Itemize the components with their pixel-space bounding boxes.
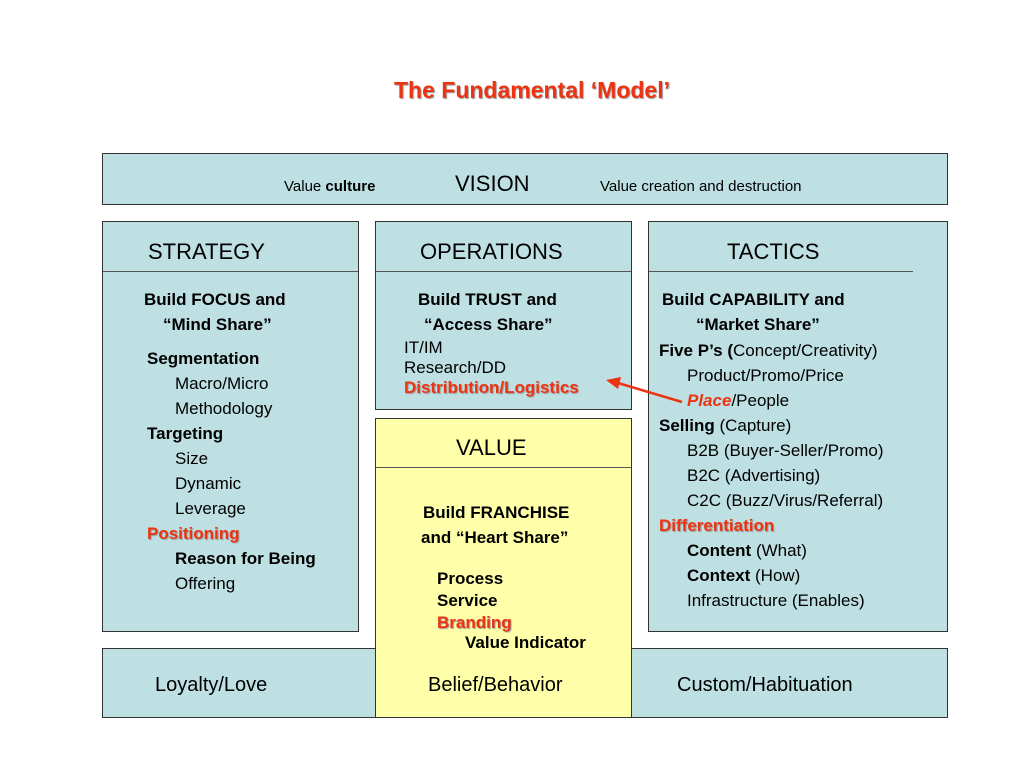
- tactics-place: Place: [687, 391, 732, 410]
- tactics-build-line2: “Market Share”: [696, 315, 820, 334]
- value-process: Process: [437, 569, 504, 588]
- value-heading: VALUE: [456, 435, 527, 460]
- strategy-macro-micro: Macro/Micro: [175, 374, 269, 393]
- tactics-divider: [649, 271, 913, 272]
- strategy-offering: Offering: [175, 574, 236, 593]
- tactics-context-bold: Context: [687, 566, 751, 585]
- tactics-five-ps-rest: Concept/Creativity): [733, 341, 878, 360]
- strategy-build-line1: Build FOCUS and: [144, 290, 286, 309]
- value-branding: Branding: [437, 613, 512, 632]
- tactics-content-bold: Content: [687, 541, 752, 560]
- vision-left-plain: Value: [284, 178, 326, 195]
- vision-right-text: Value creation and destruction: [600, 178, 802, 195]
- tactics-selling-bold: Selling: [659, 416, 715, 435]
- tactics-five-ps: Five P’s (Concept/Creativity): [659, 338, 878, 363]
- strategy-dynamic: Dynamic: [175, 474, 242, 493]
- vision-heading: VISION: [455, 171, 530, 196]
- tactics-content-rest: (What): [751, 541, 807, 560]
- tactics-build-line1: Build CAPABILITY and: [662, 290, 845, 309]
- bottom-left-text: Loyalty/Love: [155, 674, 268, 696]
- operations-build-line2: “Access Share”: [424, 315, 553, 334]
- bottom-center-text: Belief/Behavior: [428, 674, 563, 696]
- tactics-context: Context (How): [687, 563, 800, 588]
- value-indicator: Value Indicator: [465, 633, 586, 652]
- tactics-heading: TACTICS: [727, 239, 820, 264]
- strategy-size: Size: [175, 449, 209, 468]
- vision-left-bold: culture: [325, 178, 376, 195]
- operations-divider: [376, 271, 631, 272]
- operations-distribution: Distribution/Logistics: [404, 378, 579, 397]
- value-build-line2: and “Heart Share”: [421, 528, 569, 547]
- strategy-targeting: Targeting: [147, 424, 224, 443]
- tactics-b2c: B2C (Advertising): [687, 466, 821, 485]
- strategy-divider: [103, 271, 358, 272]
- value-service: Service: [437, 591, 498, 610]
- value-box: [375, 418, 632, 718]
- tactics-content: Content (What): [687, 538, 807, 563]
- operations-heading: OPERATIONS: [420, 239, 563, 264]
- tactics-c2c: C2C (Buzz/Virus/Referral): [687, 491, 884, 510]
- tactics-selling: Selling (Capture): [659, 413, 791, 438]
- tactics-selling-rest: (Capture): [714, 416, 792, 435]
- tactics-b2b: B2B (Buyer-Seller/Promo): [687, 441, 884, 460]
- tactics-five-ps-bold: Five P’s (: [659, 341, 734, 360]
- operations-it-im: IT/IM: [404, 338, 443, 357]
- strategy-reason-for-being: Reason for Being: [175, 549, 316, 568]
- operations-build-line1: Build TRUST and: [418, 290, 557, 309]
- tactics-infrastructure: Infrastructure (Enables): [687, 591, 865, 610]
- strategy-positioning: Positioning: [147, 524, 240, 543]
- tactics-product-promo-price: Product/Promo/Price: [687, 366, 844, 385]
- strategy-heading: STRATEGY: [148, 239, 265, 264]
- strategy-leverage: Leverage: [175, 499, 246, 518]
- bottom-right-text: Custom/Habituation: [677, 674, 853, 696]
- value-divider: [376, 467, 631, 468]
- tactics-context-rest: (How): [750, 566, 801, 585]
- tactics-place-people: Place/People: [687, 388, 789, 413]
- tactics-box: [648, 221, 948, 632]
- strategy-segmentation: Segmentation: [147, 349, 260, 368]
- strategy-methodology: Methodology: [175, 399, 273, 418]
- value-build-line1: Build FRANCHISE: [423, 503, 570, 522]
- tactics-differentiation: Differentiation: [659, 516, 775, 535]
- vision-bar: [102, 153, 948, 205]
- operations-box: [375, 221, 632, 410]
- vision-left-text: Value culture: [284, 178, 375, 195]
- page-title: The Fundamental ‘Model’: [393, 77, 670, 103]
- operations-research-dd: Research/DD: [404, 358, 507, 377]
- strategy-box: [102, 221, 359, 632]
- tactics-place-rest: /People: [731, 391, 790, 410]
- strategy-build-line2: “Mind Share”: [163, 315, 272, 334]
